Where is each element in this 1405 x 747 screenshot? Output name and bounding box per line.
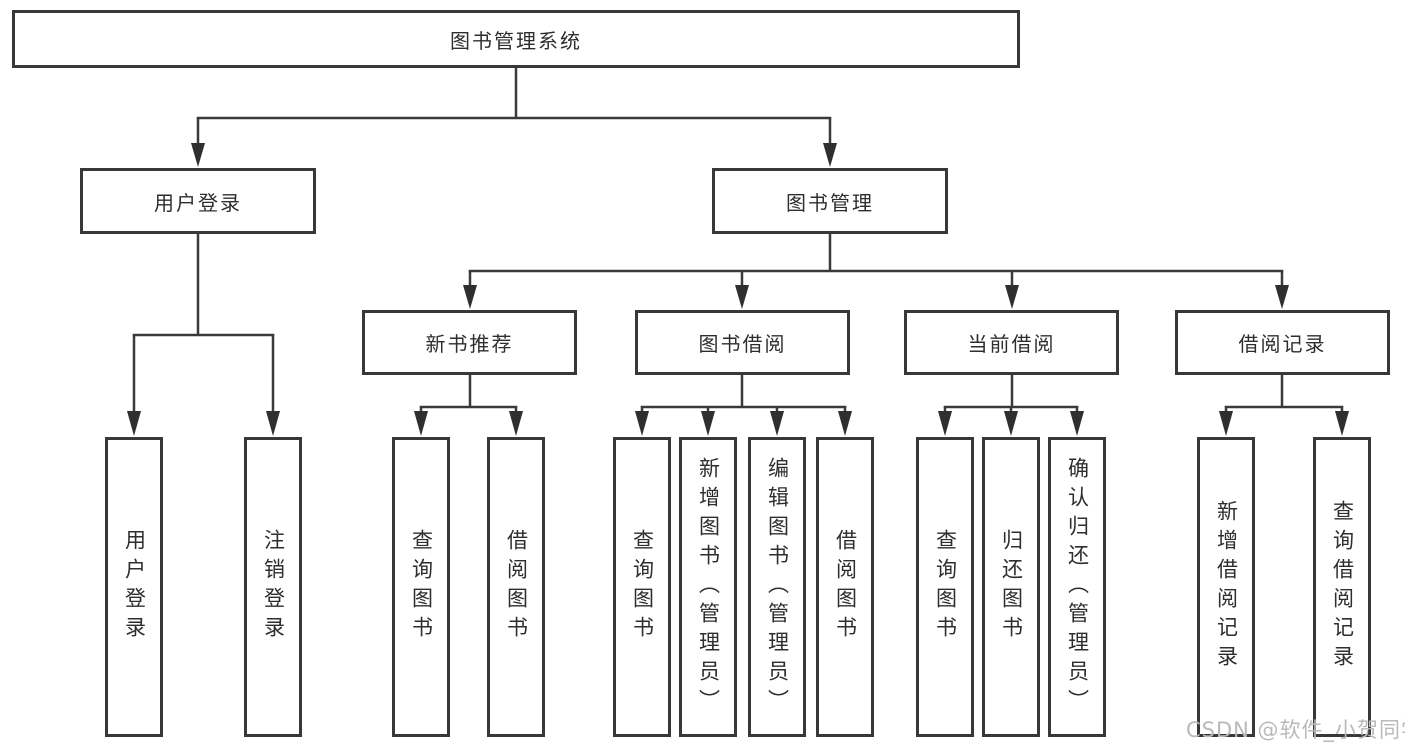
node-leaf-confirm-return-admin: 确认归还（管理员） [1048,437,1106,737]
node-leaf-add-book-admin-label: 新增图书（管理员） [696,456,721,718]
node-user-login-label: 用户登录 [154,190,242,215]
node-leaf-return-book: 归还图书 [982,437,1040,737]
node-leaf-confirm-return-admin-label: 确认归还（管理员） [1065,456,1090,718]
node-leaf-borrow-query-book-label: 查询图书 [630,529,655,645]
node-leaf-user-login: 用户登录 [105,437,163,737]
node-current-borrowing: 当前借阅 [904,310,1119,375]
node-user-login: 用户登录 [80,168,316,234]
node-new-book-recommend-label: 新书推荐 [425,332,514,356]
node-leaf-return-book-label: 归还图书 [999,529,1024,645]
node-book-borrowing-label: 图书借阅 [698,332,787,356]
node-leaf-edit-book-admin: 编辑图书（管理员） [748,437,806,737]
node-leaf-query-borrow-record-label: 查询借阅记录 [1330,500,1355,674]
node-leaf-borrow-query-book: 查询图书 [613,437,671,737]
csdn-watermark: CSDN @软件_小贺同学 [1186,718,1405,742]
node-leaf-rec-query-book: 查询图书 [392,437,450,737]
node-leaf-borrow-book: 借阅图书 [816,437,874,737]
node-borrow-records: 借阅记录 [1175,310,1390,375]
node-book-management: 图书管理 [712,168,948,234]
node-book-borrowing: 图书借阅 [635,310,850,375]
node-leaf-logout: 注销登录 [244,437,302,737]
node-leaf-logout-label: 注销登录 [261,529,286,645]
node-leaf-edit-book-admin-label: 编辑图书（管理员） [765,456,790,718]
node-leaf-rec-query-book-label: 查询图书 [409,529,434,645]
node-leaf-user-login-label: 用户登录 [122,529,147,645]
node-leaf-rec-borrow-book: 借阅图书 [487,437,545,737]
node-borrow-records-label: 借阅记录 [1238,332,1327,356]
node-current-borrowing-label: 当前借阅 [967,332,1056,356]
node-root-label: 图书管理系统 [450,28,582,53]
node-leaf-add-book-admin: 新增图书（管理员） [679,437,737,737]
node-leaf-add-borrow-record-label: 新增借阅记录 [1214,500,1239,674]
node-root: 图书管理系统 [12,10,1020,68]
node-leaf-query-borrow-record: 查询借阅记录 [1313,437,1371,737]
node-leaf-current-query-book-label: 查询图书 [933,529,958,645]
node-leaf-add-borrow-record: 新增借阅记录 [1197,437,1255,737]
node-leaf-rec-borrow-book-label: 借阅图书 [504,529,529,645]
node-leaf-borrow-book-label: 借阅图书 [833,529,858,645]
node-book-management-label: 图书管理 [786,190,874,215]
node-new-book-recommend: 新书推荐 [362,310,577,375]
node-leaf-current-query-book: 查询图书 [916,437,974,737]
